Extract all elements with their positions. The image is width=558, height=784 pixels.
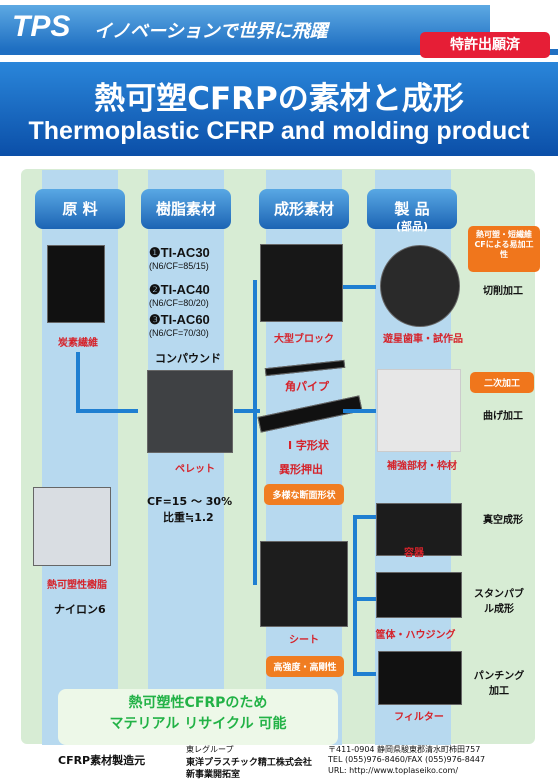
company-name: 東洋プラスチック精工株式会社: [186, 758, 312, 768]
block-image: [260, 244, 343, 322]
flow-arrow-carbon: [76, 352, 80, 412]
block-label: 大型ブロック: [274, 334, 334, 345]
column-resin: [148, 170, 224, 745]
grade-1: ❶TI-AC30(N6/CF=85/15): [149, 245, 210, 271]
grade-2: ❷TI-AC40(N6/CF=80/20): [149, 282, 210, 308]
header-products-label: 製 品: [394, 200, 430, 218]
patent-badge: 特許出願済: [420, 32, 550, 58]
flow-arrow-to-gear: [343, 285, 376, 289]
title-banner: 熱可塑CFRPの素材と成形 Thermoplastic CFRP and mol…: [0, 62, 558, 156]
header-products: 製 品 (部品): [367, 189, 457, 233]
housing-label: 筐体・ハウジング: [375, 630, 456, 641]
company-dept: 新事業開拓室: [186, 770, 241, 780]
container-image: [376, 503, 462, 556]
pellet-label: ペレット: [175, 464, 215, 475]
header-resin: 樹脂素材: [141, 189, 231, 229]
header-products-sub: (部品): [395, 220, 429, 233]
gear-label: 遊星歯車・試作品: [383, 334, 463, 345]
cut-process: 切削加工: [483, 286, 523, 297]
sheet-label: シート: [289, 635, 319, 646]
cf-range: CF=15 ～ 30%: [147, 495, 233, 508]
grade-3: ❸TI-AC60(N6/CF=70/30): [149, 312, 210, 338]
carbon-label: 炭素繊維: [58, 338, 98, 349]
flow-arrow-to-pellet: [76, 409, 138, 413]
vacuum-process: 真空成形: [483, 515, 523, 526]
header-raw: 原 料: [35, 189, 125, 229]
page-title: 熱可塑CFRPの素材と成形: [94, 81, 464, 117]
tagline: イノベーションで世界に飛躍: [94, 21, 328, 42]
gear-image: [380, 245, 460, 327]
carbon-fiber-image: [47, 245, 105, 323]
compound-label: コンパウンド: [155, 352, 221, 365]
pipe-label: 角パイプ: [285, 380, 329, 393]
flow-arrow-to-filter: [353, 672, 376, 676]
grade-2-name: ❷TI-AC40: [149, 282, 210, 297]
nylon-label: ナイロン6: [54, 603, 106, 616]
top-header: TPS イノベーションで世界に飛躍 特許出願済: [0, 0, 558, 62]
filter-label: フィルター: [394, 712, 444, 723]
punching-process: パンチング加工: [473, 671, 525, 697]
reinforcement-label: 補強部材・枠材: [387, 461, 457, 472]
flow-arrow-to-reinforcement: [343, 409, 376, 413]
extrusion-label: 異形押出: [279, 463, 323, 476]
reinforcement-image: [377, 369, 461, 452]
grade-2-ratio: (N6/CF=80/20): [149, 298, 209, 308]
address-line: 〒411-0904 静岡県駿東郡清水町柿田757: [328, 745, 481, 754]
grade-1-name: ❶TI-AC30: [149, 245, 210, 260]
short-fiber-note: 熱可塑・短繊維CFによる易加工性: [468, 226, 540, 272]
url-line: URL: http://www.toplaseiko.com/: [328, 766, 459, 775]
grade-3-name: ❸TI-AC60: [149, 312, 210, 327]
grade-3-ratio: (N6/CF=70/30): [149, 328, 209, 338]
flow-arrow-sheet-vertical: [353, 515, 357, 675]
header-forming: 成形素材: [259, 189, 349, 229]
recycle-line-1: 熱可塑性CFRPのため: [128, 695, 268, 711]
recycle-box: 熱可塑性CFRPのため マテリアル リサイクル 可能: [58, 689, 338, 745]
container-label: 容器: [404, 548, 424, 559]
filter-image: [378, 651, 462, 705]
thermo-resin-label: 熱可塑性樹脂: [47, 580, 107, 591]
header-stripe: [0, 49, 558, 55]
secondary-process-note: 二次加工: [470, 372, 534, 393]
header-banner: [0, 5, 490, 49]
pellet-image: [147, 370, 233, 453]
flow-arrow-vertical: [253, 280, 257, 585]
specific-gravity: 比重≒1.2: [163, 511, 214, 524]
sheet-image: [260, 541, 348, 627]
brand-logo: TPS: [12, 10, 71, 43]
phone-line: TEL (055)976-8460/FAX (055)976-8447: [328, 755, 486, 764]
strength-box: 高強度・高剛性: [266, 656, 344, 677]
housing-image: [376, 572, 462, 618]
grade-1-ratio: (N6/CF=85/15): [149, 261, 209, 271]
bend-process: 曲げ加工: [483, 411, 523, 422]
flow-arrow-to-forming: [234, 409, 260, 413]
recycle-line-2: マテリアル リサイクル 可能: [109, 716, 287, 732]
company-group: 東レグループ: [186, 745, 234, 754]
flow-arrow-to-container: [353, 515, 376, 519]
maker-label: CFRP素材製造元: [58, 754, 146, 767]
varied-shape-box: 多様な断面形状: [264, 484, 344, 505]
stampable-process: スタンパブル成形: [474, 589, 524, 615]
footer: CFRP素材製造元 東レグループ 東洋プラスチック精工株式会社 新事業開拓室 〒…: [28, 744, 538, 784]
i-shape-label: I 字形状: [288, 439, 329, 452]
resin-image: [33, 487, 111, 566]
flow-arrow-to-housing: [353, 597, 376, 601]
page-subtitle: Thermoplastic CFRP and molding product: [28, 117, 530, 145]
